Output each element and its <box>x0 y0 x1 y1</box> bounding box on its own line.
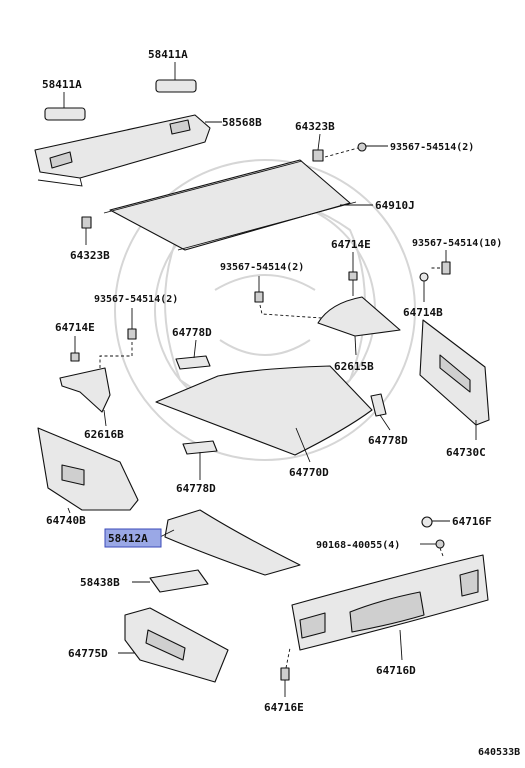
part-64778D-right[interactable] <box>370 393 391 431</box>
label-64716F: 64716F <box>452 515 492 528</box>
label-64910J: 64910J <box>375 199 415 212</box>
label-58412A[interactable]: 58412A <box>108 532 148 545</box>
part-62616B[interactable] <box>59 367 111 427</box>
highlight-box-58412A <box>104 528 162 548</box>
part-64910J[interactable] <box>103 159 373 251</box>
label-64770D: 64770D <box>289 466 329 479</box>
label-64716E: 64716E <box>264 701 304 714</box>
part-58412A[interactable] <box>159 509 301 576</box>
label-93567-54514-2-left: 93567-54514(2) <box>94 294 178 305</box>
part-93567-54514-mid[interactable] <box>254 276 323 319</box>
part-58438B[interactable] <box>132 569 209 593</box>
part-93567-54514-top[interactable] <box>324 142 388 158</box>
part-64730C[interactable] <box>419 319 490 440</box>
part-64716D[interactable] <box>291 554 489 661</box>
label-58411A-left: 58411A <box>42 78 82 91</box>
part-58411A-left[interactable] <box>44 92 86 121</box>
label-64740B: 64740B <box>46 514 86 527</box>
part-64714E-right[interactable] <box>348 252 358 296</box>
label-64714B: 64714B <box>403 306 443 319</box>
label-62616B: 62616B <box>84 428 124 441</box>
diagram-code: 640533B <box>478 747 520 758</box>
part-64770D[interactable] <box>155 365 373 463</box>
label-64778D-top: 64778D <box>172 326 212 339</box>
part-64323B-left[interactable] <box>81 216 92 245</box>
part-64778D-top[interactable] <box>175 339 211 370</box>
part-64714B[interactable] <box>419 272 429 302</box>
part-64716E[interactable] <box>280 647 291 697</box>
label-64778D-bottom: 64778D <box>176 482 216 495</box>
part-64740B[interactable] <box>37 427 139 514</box>
part-93567-54514-10[interactable] <box>430 250 451 275</box>
label-64714E-left: 64714E <box>55 321 95 334</box>
label-64730C: 64730C <box>446 446 486 459</box>
part-64716F[interactable] <box>421 516 450 528</box>
label-58568B: 58568B <box>222 116 262 129</box>
label-93567-54514-2-mid: 93567-54514(2) <box>220 262 304 273</box>
label-64716D: 64716D <box>376 664 416 677</box>
part-64323B-top[interactable] <box>312 133 324 162</box>
part-58568B[interactable] <box>34 114 222 187</box>
label-93567-54514-2-top: 93567-54514(2) <box>390 142 474 153</box>
part-90168-40055[interactable] <box>420 539 445 557</box>
label-64778D-right: 64778D <box>368 434 408 447</box>
label-62615B: 62615B <box>334 360 374 373</box>
label-58438B: 58438B <box>80 576 120 589</box>
part-62615B[interactable] <box>317 296 401 356</box>
part-64775D[interactable] <box>118 607 229 683</box>
label-58411A-top: 58411A <box>148 48 188 61</box>
label-90168-40055-4: 90168-40055(4) <box>316 540 400 551</box>
label-64323B-top: 64323B <box>295 120 335 133</box>
part-93567-54514-left[interactable] <box>99 308 137 368</box>
part-64714E-left[interactable] <box>70 336 80 362</box>
label-64775D: 64775D <box>68 647 108 660</box>
part-64778D-bottom[interactable] <box>182 440 218 480</box>
part-58411A-top[interactable] <box>155 62 197 93</box>
label-64714E-right: 64714E <box>331 238 371 251</box>
label-93567-54514-10: 93567-54514(10) <box>412 238 502 249</box>
label-64323B-left: 64323B <box>70 249 110 262</box>
